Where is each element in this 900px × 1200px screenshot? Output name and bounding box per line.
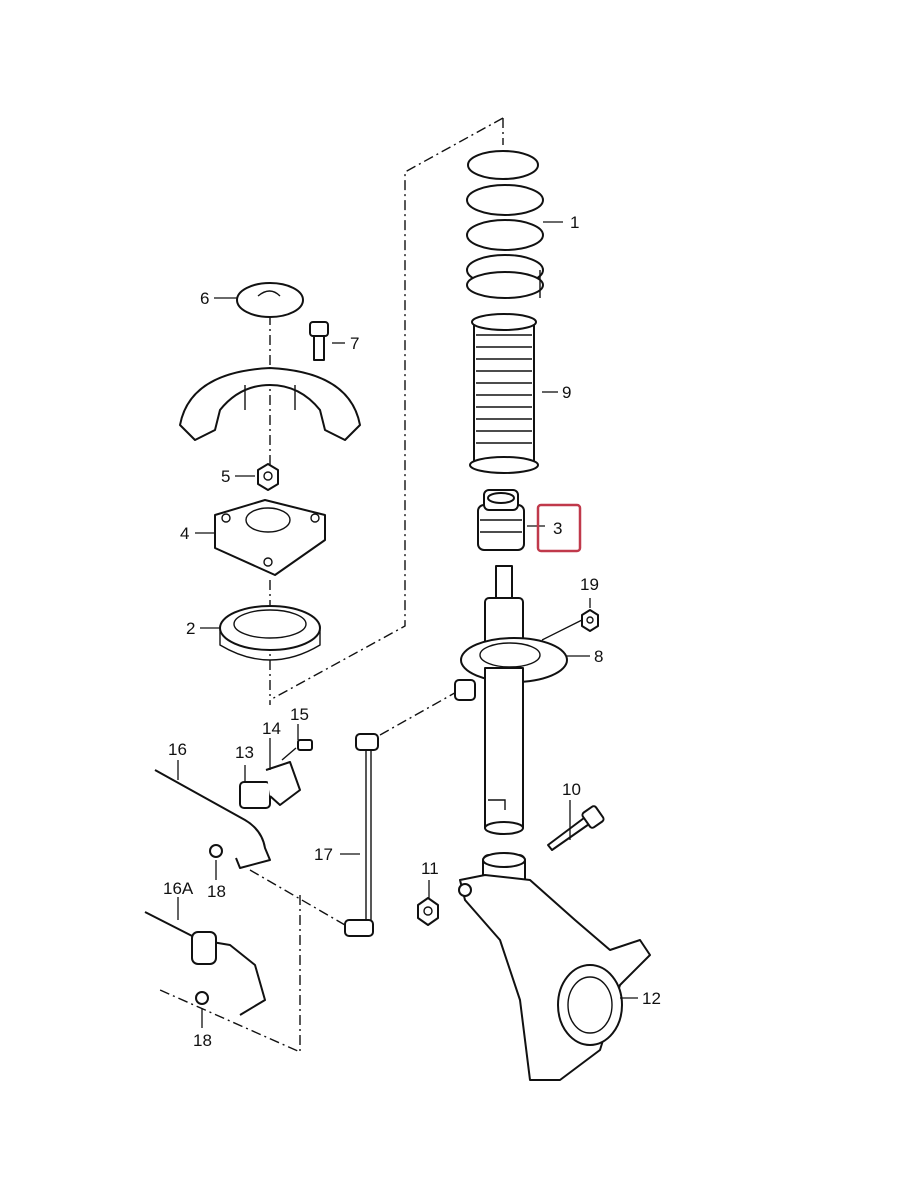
heat-shield — [179, 367, 361, 441]
shock-absorber — [454, 565, 568, 835]
assembly-outline — [159, 117, 504, 1054]
callout-9: 9 — [562, 383, 571, 402]
callout-1: 1 — [570, 213, 579, 232]
callout-labels: 1 9 3 19 8 10 11 12 6 7 5 4 2 15 14 16 1… — [163, 213, 661, 1050]
callout-18-upper: 18 — [207, 882, 226, 901]
strut-bearing — [219, 605, 321, 661]
callout-14: 14 — [262, 719, 281, 738]
bearing-clamp — [239, 739, 313, 809]
hex-nut-11 — [417, 897, 439, 926]
callout-6: 6 — [200, 289, 209, 308]
protective-bellows — [469, 313, 539, 474]
callout-2: 2 — [186, 619, 195, 638]
highlight-box-3[interactable] — [536, 503, 582, 553]
coil-spring — [466, 150, 544, 299]
clamping-bolt — [547, 805, 605, 851]
callout-15: 15 — [290, 705, 309, 724]
callout-13: 13 — [235, 743, 254, 762]
hex-nut-19 — [581, 609, 599, 632]
hex-nut-5 — [257, 463, 279, 491]
coupling-rod — [344, 733, 379, 937]
callout-17: 17 — [314, 845, 333, 864]
anti-roll-bar — [144, 769, 271, 1016]
callout-4: 4 — [180, 524, 189, 543]
callout-16a: 16A — [163, 879, 194, 898]
callout-16: 16 — [168, 740, 187, 759]
bolt-7 — [309, 321, 329, 361]
protective-cap — [236, 282, 304, 318]
callout-7: 7 — [350, 334, 359, 353]
callout-18-lower: 18 — [193, 1031, 212, 1050]
callout-11: 11 — [421, 859, 439, 878]
callout-10: 10 — [562, 780, 581, 799]
callout-8: 8 — [594, 647, 603, 666]
wheel-bearing-housing — [458, 852, 651, 1081]
callout-19: 19 — [580, 575, 599, 594]
callout-5: 5 — [221, 467, 230, 486]
leader-lines — [177, 221, 638, 1028]
strut-mount — [214, 499, 326, 576]
callout-12: 12 — [642, 989, 661, 1008]
callout-3[interactable]: 3 — [553, 519, 562, 538]
bump-stop — [477, 489, 525, 551]
